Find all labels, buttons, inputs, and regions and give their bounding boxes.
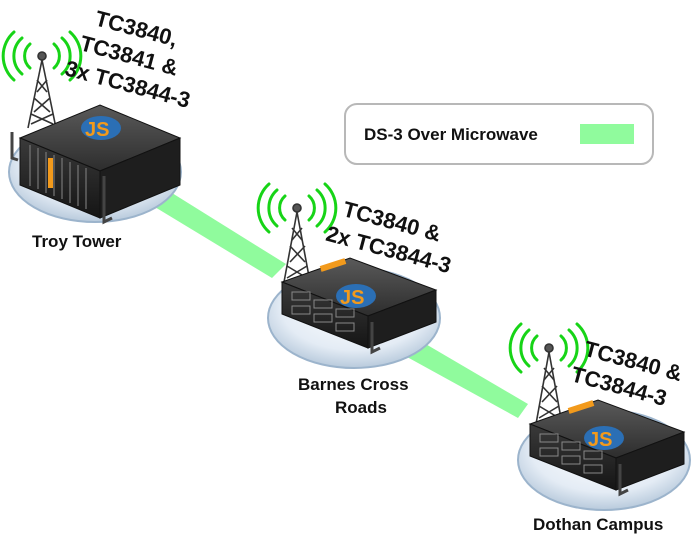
signal-waves-icon [508, 322, 590, 374]
radio-tower-icon [283, 203, 311, 283]
site-label: Troy Tower [32, 232, 122, 251]
js-logo: JS [336, 284, 376, 309]
legend-swatch [580, 124, 634, 144]
legend: DS-3 Over Microwave [344, 103, 654, 165]
svg-text:JS: JS [85, 119, 109, 141]
js-logo: JS [81, 116, 121, 141]
model-labels: TC3840 & TC3844-3 [569, 336, 685, 411]
legend-label: DS-3 Over Microwave [364, 125, 538, 144]
microwave-link-troy-barnes [140, 188, 286, 278]
radio-tower-icon [535, 343, 563, 425]
model-labels: TC3840, TC3841 & 3x TC3844-3 [62, 6, 193, 113]
js-logo: JS [584, 426, 624, 451]
radio-tower-icon [27, 51, 57, 129]
signal-waves-icon [1, 30, 83, 82]
svg-text:JS: JS [588, 429, 612, 451]
site-barnes-cross-roads: JS Barnes Cross Roads TC3840 & 2x TC3844… [256, 182, 454, 417]
site-label: Roads [335, 398, 387, 417]
site-troy-tower: JS Troy Tower TC3840, TC3841 & 3x TC3844… [1, 6, 193, 251]
site-label: Barnes Cross [298, 375, 409, 394]
site-label: Dothan Campus [533, 515, 663, 534]
site-dothan-campus: JS Dothan Campus TC3840 & TC3844-3 [508, 322, 691, 534]
microwave-link-barnes-dothan [398, 336, 528, 418]
svg-text:JS: JS [340, 287, 364, 309]
equipment-chassis [528, 399, 686, 497]
signal-waves-icon [256, 182, 338, 234]
